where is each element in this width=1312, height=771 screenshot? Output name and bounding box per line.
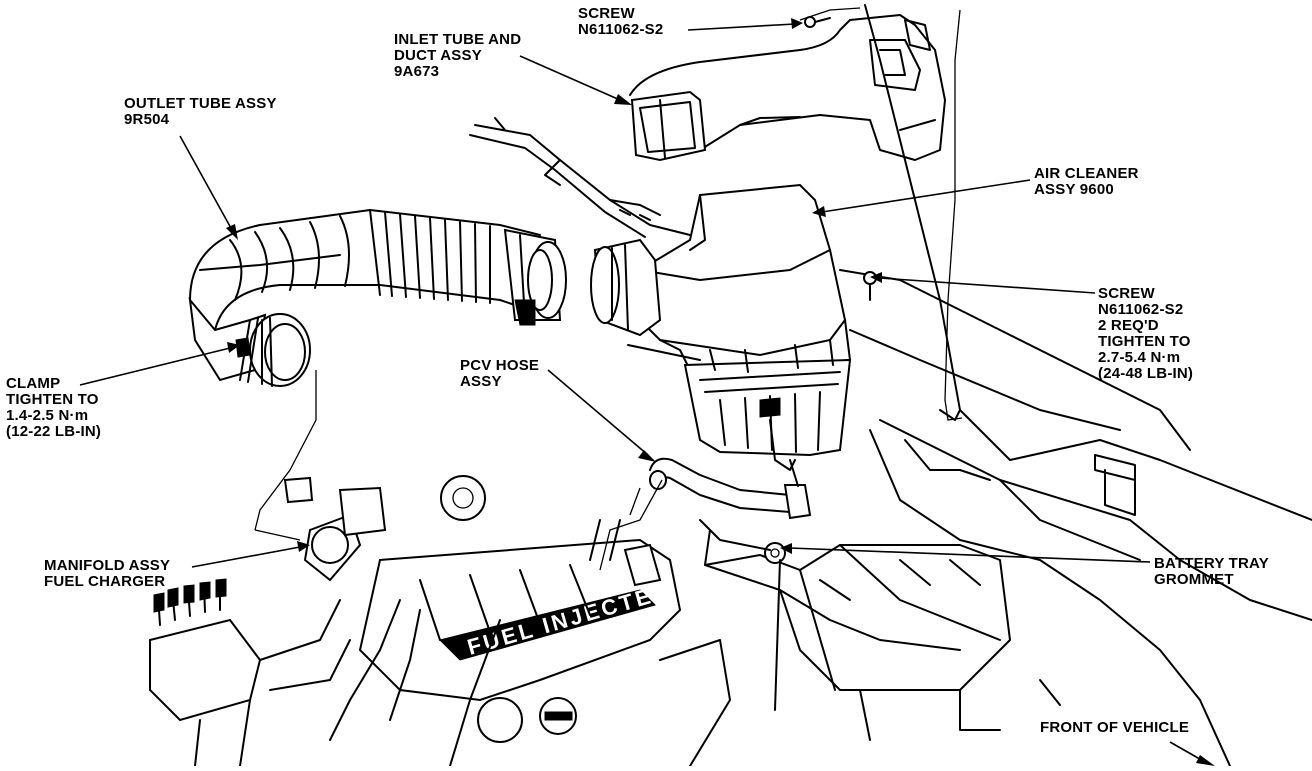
callout-line: N611062-S2 [1098,301,1184,318]
callout-clamp: CLAMP TIGHTEN TO 1.4-2.5 N·m (12-22 LB-I… [6,376,101,440]
callout-line: DUCT ASSY [394,47,482,64]
callout-screw-top: SCREW N611062-S2 [578,6,663,38]
callout-line: ASSY 9600 [1034,181,1114,198]
callout-line: ASSY [460,373,502,390]
callout-manifold: MANIFOLD ASSY FUEL CHARGER [44,558,170,590]
callout-line: FRONT OF VEHICLE [1040,719,1190,736]
leader-lines [79,18,1215,766]
callout-line: N611062-S2 [578,21,664,38]
callout-line: TIGHTEN TO [6,391,99,408]
outlet-tube-bellows [189,209,567,331]
callout-inlet-tube: INLET TUBE AND DUCT ASSY 9A673 [394,32,521,80]
callout-line: MANIFOLD ASSY [44,557,171,574]
callout-line: TIGHTEN TO [1098,333,1191,350]
callout-line: (24-48 LB-IN) [1098,365,1194,382]
distributor-cap [149,578,351,767]
inlet-tube-duct [629,14,946,162]
air-cleaner-housing [590,183,852,471]
callout-line: PCV HOSE [460,357,540,374]
callout-battery-tray: BATTERY TRAY GROMMET [1154,556,1269,588]
fender-apron [839,4,1312,767]
callout-line: OUTLET TUBE ASSY [124,95,277,112]
callout-line: FUEL CHARGER [44,573,166,590]
callout-line: SCREW [578,5,635,22]
battery-tray [699,519,1061,741]
callout-line: SCREW [1098,285,1155,302]
callout-line: CLAMP [6,375,61,392]
screw-hardware-top [804,16,831,28]
callout-line: 9R504 [124,111,170,128]
callout-line: 2.7-5.4 N·m [1098,349,1181,366]
callout-air-cleaner: AIR CLEANER ASSY 9600 [1034,166,1139,198]
callout-line: INLET TUBE AND [394,31,522,48]
hose-clamp-end [188,296,311,387]
callout-outlet-tube: OUTLET TUBE ASSY 9R504 [124,96,277,128]
callout-line: GROMMET [1154,571,1234,588]
callout-line: (12-22 LB-IN) [6,423,102,440]
callout-front-of-vehicle: FRONT OF VEHICLE [1040,720,1189,736]
fuel-charger-manifold: FUEL INJECTED [283,475,731,767]
callout-line: BATTERY TRAY [1154,555,1269,572]
pcv-hose [649,457,812,520]
callout-line: 1.4-2.5 N·m [6,407,89,424]
radiator-support-bracket [469,117,691,238]
callout-line: 9A673 [394,63,440,80]
callout-screw-right: SCREW N611062-S2 2 REQ'D TIGHTEN TO 2.7-… [1098,286,1193,382]
callout-line: 2 REQ'D [1098,317,1159,334]
callout-line: AIR CLEANER [1034,165,1139,182]
callout-pcv-hose: PCV HOSE ASSY [460,358,539,390]
